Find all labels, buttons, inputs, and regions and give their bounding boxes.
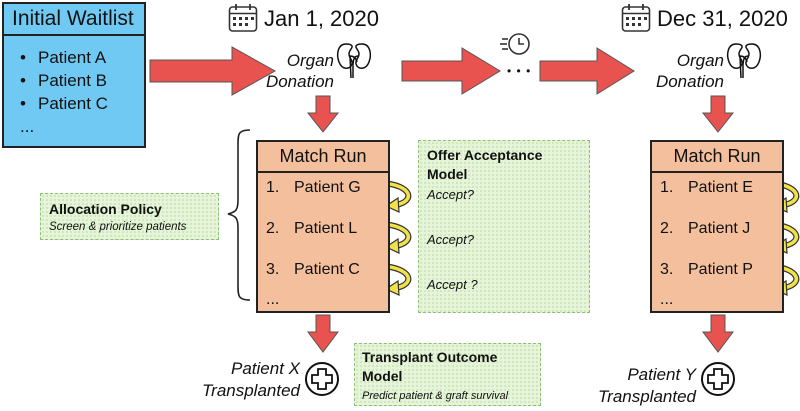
flow-arrow-waitlist-to-donation xyxy=(149,46,277,96)
match-row: 3.Patient P xyxy=(660,261,753,278)
accept-label: Accept ? xyxy=(427,277,478,292)
allocation-policy-box: Allocation Policy Screen & prioritize pa… xyxy=(40,193,219,240)
match-row-more: ... xyxy=(266,291,280,308)
allocation-policy-title: Allocation Policy xyxy=(49,201,162,217)
down-arrow-1 xyxy=(306,95,340,133)
outcome-patient-x: Patient X Transplanted xyxy=(202,359,300,400)
list-item: •Patient A xyxy=(20,48,107,67)
kidney-icon xyxy=(336,43,372,79)
curly-bracket xyxy=(227,129,251,301)
initial-waitlist: Initial Waitlist •Patient A •Patient B •… xyxy=(2,2,146,148)
start-date: Jan 1, 2020 xyxy=(264,6,379,31)
outcome-model-title: Transplant Outcome Model xyxy=(362,349,498,384)
match-run-title: Match Run xyxy=(258,142,388,173)
match-run-2: Match Run 1.Patient E 2.Patient J 3.Pati… xyxy=(650,140,784,313)
accept-label: Accept? xyxy=(427,232,474,247)
down-arrow-3 xyxy=(701,95,735,133)
match-row: 2.Patient J xyxy=(660,220,751,237)
end-date: Dec 31, 2020 xyxy=(657,6,788,31)
match-row-more: ... xyxy=(660,291,674,308)
organ-donation-label-1: Organ Donation xyxy=(265,51,334,91)
waitlist-body: •Patient A •Patient B •Patient C ... xyxy=(2,36,146,148)
down-arrow-2 xyxy=(307,314,339,353)
flow-arrow-timer-to-end xyxy=(539,47,635,95)
timer-icon xyxy=(500,33,530,55)
offer-model-title: Offer Acceptance Model xyxy=(427,147,543,182)
medical-cross-icon xyxy=(701,362,735,396)
list-item: •Patient B xyxy=(20,71,107,90)
flow-arrow-donation-to-timer xyxy=(401,47,501,95)
organ-donation-label-2: Organ Donation xyxy=(655,51,724,91)
waitlist-title: Initial Waitlist xyxy=(2,2,146,36)
match-row: 1.Patient G xyxy=(266,179,361,196)
match-run-title: Match Run xyxy=(652,142,782,173)
match-run-1: Match Run 1.Patient G 2.Patient L 3.Pati… xyxy=(256,140,390,313)
down-arrow-4 xyxy=(702,314,734,353)
medical-cross-icon xyxy=(305,362,339,396)
kidney-icon xyxy=(726,43,762,79)
list-item: •Patient C xyxy=(20,94,108,113)
timeline-ellipsis: • • • xyxy=(507,64,532,78)
accept-label: Accept? xyxy=(427,187,474,202)
match-row: 3.Patient C xyxy=(266,261,360,278)
outcome-patient-y: Patient Y Transplanted xyxy=(598,365,696,406)
calendar-icon xyxy=(621,3,651,32)
offer-acceptance-model-box: Offer Acceptance Model Accept? Accept? A… xyxy=(418,140,590,313)
calendar-icon xyxy=(228,3,258,32)
outcome-model-subtitle: Predict patient & graft survival xyxy=(362,390,509,402)
transplant-outcome-model-box: Transplant Outcome Model Predict patient… xyxy=(354,343,541,406)
match-row: 1.Patient E xyxy=(660,179,753,196)
allocation-policy-subtitle: Screen & prioritize patients xyxy=(49,221,187,233)
list-item-more: ... xyxy=(20,117,35,136)
match-row: 2.Patient L xyxy=(266,220,358,237)
